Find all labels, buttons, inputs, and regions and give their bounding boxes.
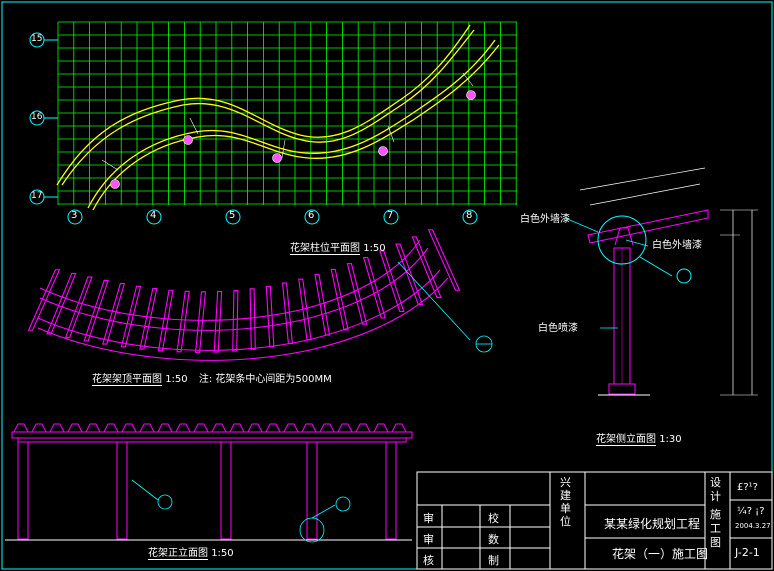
plan-grid <box>57 21 517 205</box>
rafter-end <box>67 423 83 433</box>
side-label-paint: 白色喷漆 <box>538 323 578 334</box>
axis-label-8: 8 <box>466 210 473 221</box>
rafter-end <box>103 423 119 433</box>
rafter <box>395 243 424 306</box>
tb-sheet-no: J-2-1 <box>735 546 760 559</box>
roof-beams <box>37 239 449 361</box>
plan-dims <box>101 72 474 171</box>
axis-label-17: 17 <box>31 191 43 201</box>
rafter-end <box>139 423 155 433</box>
rafter <box>362 256 386 319</box>
rafter <box>411 236 442 298</box>
tb-shu: 数 <box>488 533 499 546</box>
rafter-end <box>193 423 209 433</box>
tb-jiao: 校 <box>488 512 499 525</box>
axis-label-3: 3 <box>71 210 78 221</box>
rafter <box>232 289 239 352</box>
rafter <box>64 276 93 339</box>
front-title: 花架正立面图 1:50 <box>148 548 234 560</box>
grid-axis-left <box>29 32 58 205</box>
rafter-end <box>157 423 173 433</box>
side-title: 花架侧立面图 1:30 <box>596 434 682 446</box>
rafter <box>265 285 275 348</box>
grid-axis-bottom <box>67 209 478 225</box>
rafter <box>176 290 190 353</box>
rafter <box>27 269 61 331</box>
tb-zhi2: 制 <box>488 554 499 567</box>
rafter-end <box>121 423 137 433</box>
rafter-end <box>175 423 191 433</box>
side-label-outer-1: 白色外墙漆 <box>520 214 570 225</box>
rafter <box>102 283 126 345</box>
front-rafter-ends <box>13 423 407 433</box>
roof-callout <box>397 261 493 353</box>
rafter-end <box>31 423 47 433</box>
rafter <box>194 291 207 353</box>
rafter <box>157 289 174 352</box>
rafter <box>46 272 77 335</box>
axis-label-15: 15 <box>31 34 43 44</box>
tb-garbled-2: ¼? ¡? <box>737 506 765 517</box>
rafter-end <box>229 423 245 433</box>
plan-title: 花架柱位平面图 1:50 <box>290 243 386 255</box>
rafter-end <box>211 423 227 433</box>
rafter <box>139 287 158 350</box>
rafter <box>120 285 142 348</box>
rafter-end <box>265 423 281 433</box>
rafter-end <box>301 423 317 433</box>
serpentine-path <box>56 24 500 211</box>
axis-label-6: 6 <box>308 210 315 221</box>
rafter <box>213 290 223 353</box>
roof-rafters <box>27 229 461 353</box>
rafter <box>379 250 405 312</box>
axis-label-5: 5 <box>229 210 236 221</box>
axis-label-4: 4 <box>150 210 157 221</box>
rafter <box>346 263 368 325</box>
rafter-end <box>247 423 263 433</box>
rafter-end <box>283 423 299 433</box>
axis-label-7: 7 <box>387 210 394 221</box>
rafter <box>330 268 349 331</box>
tb-zhi: 核 <box>423 554 434 567</box>
plan-posts <box>110 90 476 189</box>
front-callouts <box>131 479 351 543</box>
rafter-end <box>85 423 101 433</box>
side-label-outer-2: 白色外墙漆 <box>652 240 702 251</box>
side-elevation <box>564 167 758 396</box>
tb-drawing-name: 花架（一）施工图 <box>612 547 709 561</box>
tb-date: 2004.3.27 <box>735 522 771 530</box>
tb-garbled-1: £?¹? <box>737 482 758 493</box>
rafter-end <box>319 423 335 433</box>
axis-label-16: 16 <box>31 112 43 122</box>
title-block-lines <box>416 471 773 570</box>
front-elevation <box>5 431 413 541</box>
rafter-end <box>355 423 371 433</box>
rafter <box>83 279 109 342</box>
rafter-end <box>391 423 407 433</box>
tb-shen: 审 <box>423 512 434 525</box>
rafter-end <box>13 423 29 433</box>
tb-design: 设计 <box>710 476 721 503</box>
rafter-end <box>49 423 65 433</box>
tb-design2: 施工图 <box>710 508 721 549</box>
rafter <box>249 288 256 350</box>
tb-vertical-column: 兴建单位 <box>560 476 571 528</box>
tb-project-name: 某某绿化规划工程 <box>604 517 701 531</box>
rafter-end <box>373 423 389 433</box>
rafter-end <box>337 423 353 433</box>
rafter <box>427 229 461 291</box>
tb-he: 审 <box>423 533 434 546</box>
top-plan-title: 花架架顶平面图 1:50 注: 花架条中心间距为500MM <box>92 374 332 386</box>
